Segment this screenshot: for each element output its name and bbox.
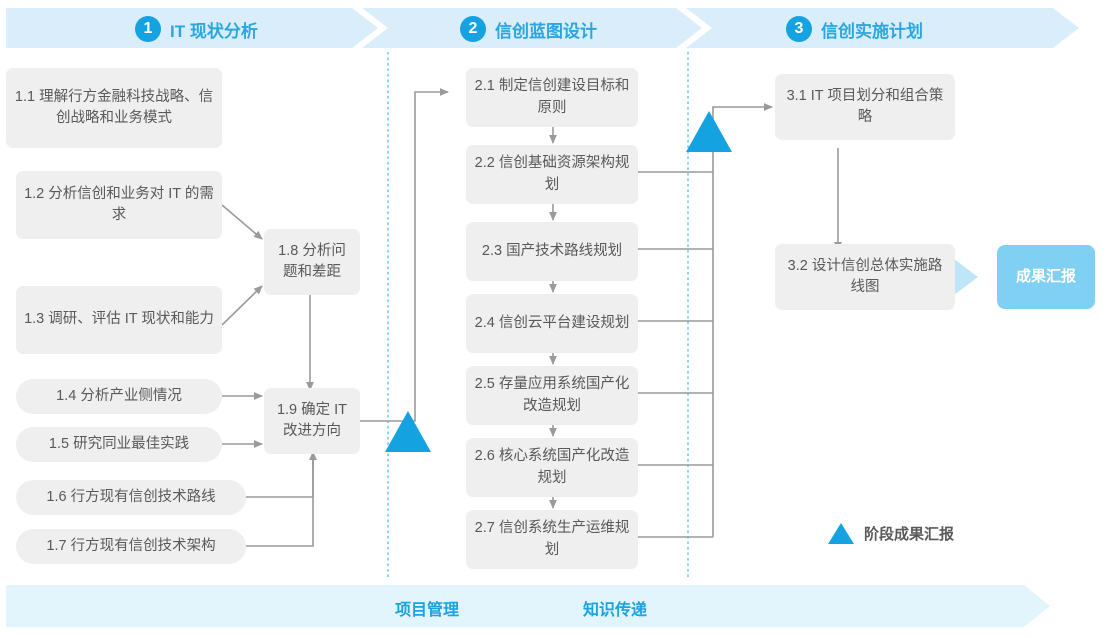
node-2-1[interactable]: 2.1 制定信创建设目标和原则 (466, 68, 638, 127)
phase-header-3[interactable]: 3 信创实施计划 (786, 16, 923, 42)
phase-header-2[interactable]: 2 信创蓝图设计 (460, 16, 597, 42)
node-1-9[interactable]: 1.9 确定 IT 改进方向 (264, 388, 360, 454)
node-2-3[interactable]: 2.3 国产技术路线规划 (466, 222, 638, 281)
connector-1-9-to-2-1 (360, 88, 449, 422)
node-1-5[interactable]: 1.5 研究同业最佳实践 (16, 427, 222, 462)
bottom-band (6, 585, 1050, 627)
bottom-label-knowledge-transfer: 知识传递 (583, 602, 648, 619)
phase-number-1: 1 (135, 16, 161, 42)
phase-number-2: 2 (460, 16, 486, 42)
milestone-triangle-phase1 (385, 411, 431, 452)
phase-label-1: IT 现状分析 (170, 21, 258, 41)
phase-label-3: 信创实施计划 (821, 21, 923, 41)
triangle-icon (828, 523, 854, 544)
node-3-1[interactable]: 3.1 IT 项目划分和组合策略 (775, 74, 955, 140)
node-2-7[interactable]: 2.7 信创系统生产运维规划 (466, 510, 638, 569)
node-2-6[interactable]: 2.6 核心系统国产化改造规划 (466, 438, 638, 497)
node-1-1[interactable]: 1.1 理解行方金融科技战略、信创战略和业务模式 (6, 68, 222, 148)
bottom-label-project-management: 项目管理 (395, 602, 460, 619)
node-2-5[interactable]: 2.5 存量应用系统国产化改造规划 (466, 366, 638, 425)
node-1-7[interactable]: 1.7 行方现有信创技术架构 (16, 529, 246, 564)
node-1-2[interactable]: 1.2 分析信创和业务对 IT 的需求 (16, 171, 222, 239)
result-badge[interactable]: 成果汇报 (997, 245, 1095, 309)
node-1-8[interactable]: 1.8 分析问题和差距 (264, 229, 360, 295)
node-1-6[interactable]: 1.6 行方现有信创技术路线 (16, 480, 246, 515)
milestone-triangle-phase2 (686, 111, 732, 152)
legend-label: 阶段成果汇报 (864, 526, 955, 543)
node-3-2[interactable]: 3.2 设计信创总体实施路线图 (775, 244, 955, 310)
header-band (6, 8, 1079, 48)
node-2-2[interactable]: 2.2 信创基础资源架构规划 (466, 145, 638, 204)
phase-number-3: 3 (786, 16, 812, 42)
node-1-3[interactable]: 1.3 调研、评估 IT 现状和能力 (16, 286, 222, 354)
node-1-4[interactable]: 1.4 分析产业侧情况 (16, 379, 222, 414)
legend-milestone: 阶段成果汇报 (828, 523, 954, 544)
phase-header-1[interactable]: 1 IT 现状分析 (135, 16, 258, 42)
connector-bus-to-3-1 (638, 103, 773, 538)
node-2-4[interactable]: 2.4 信创云平台建设规划 (466, 294, 638, 353)
connectors-phase1 (221, 204, 317, 547)
phase-label-2: 信创蓝图设计 (495, 21, 597, 41)
